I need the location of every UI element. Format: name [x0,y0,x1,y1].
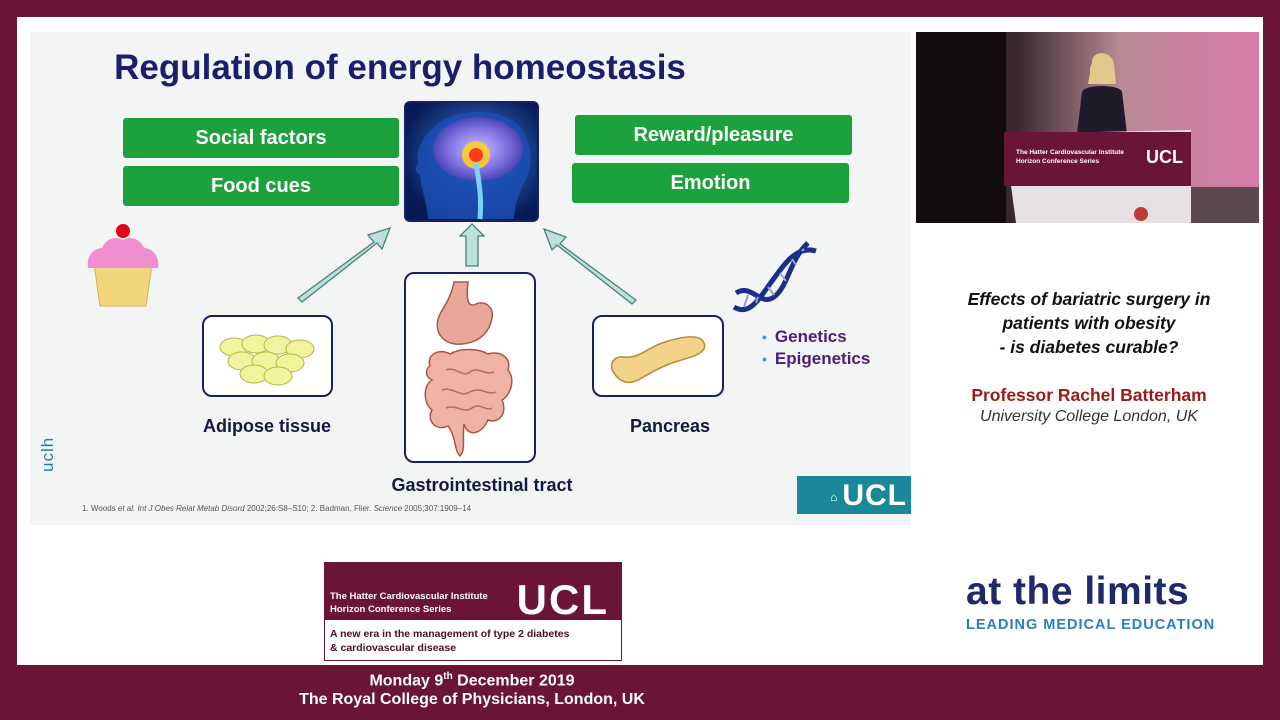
dna-icon [732,241,817,312]
banner-subtitle: A new era in the management of type 2 di… [330,628,570,654]
banner-ucl-logo: UCL [516,576,609,623]
fat-cells-icon [219,334,315,386]
banner-header: The Hatter Cardiovascular Institute Hori… [325,563,621,623]
cupcake-icon [87,224,159,307]
gi-tract-label: Gastrointestinal tract [391,475,573,495]
speaker-affiliation: University College London, UK [980,408,1198,425]
event-date: Monday 9th December 2019 [369,671,575,690]
arrows-to-brain [297,223,637,305]
social-factors-box: Social factors [123,118,399,158]
intestine-icon [424,281,513,458]
speaker-name: Professor Rachel Batterham [971,385,1207,405]
slide-reference: 1. Woods et al. Int J Obes Relat Metab D… [82,504,472,513]
at-the-limits-logo: at the limits [966,570,1190,613]
banner-institute: The Hatter Cardiovascular Institute Hori… [330,591,488,615]
svg-text:The Hatter Cardiovascular Inst: The Hatter Cardiovascular Institute [1016,149,1124,156]
conference-banner: The Hatter Cardiovascular Institute Hori… [324,562,622,661]
adipose-label: Adipose tissue [202,416,332,436]
event-venue: The Royal College of Physicians, London,… [299,691,645,708]
gi-tract-image [404,272,536,463]
svg-text:Horizon Conference Series: Horizon Conference Series [1016,158,1099,165]
epigenetics-item: Epigenetics [762,348,870,370]
pancreas-label: Pancreas [629,416,711,436]
genetics-list: Genetics Epigenetics [762,326,870,370]
at-the-limits-tagline: LEADING MEDICAL EDUCATION [966,617,1216,633]
emotion-box: Emotion [572,163,849,203]
reward-pleasure-box: Reward/pleasure [575,115,852,155]
food-cues-box: Food cues [123,166,399,206]
uclh-logo: uclh [38,436,57,472]
brain-image [404,101,539,222]
adipose-image [202,315,333,397]
slide-title: Regulation of energy homeostasis [114,48,686,87]
pancreas-icon [610,336,706,384]
talk-title: Effects of bariatric surgery in patients… [967,289,1211,357]
brain-icon [406,103,537,220]
svg-text:UCL: UCL [1146,147,1183,167]
genetics-item: Genetics [762,326,870,348]
ucl-slide-logo: ⌂UCL [797,476,911,514]
speaker-video: The Hatter Cardiovascular Institute Hori… [916,32,1259,223]
presentation-slide: Regulation of energy homeostasis Social … [30,32,911,525]
speaker-video-image: The Hatter Cardiovascular Institute Hori… [916,32,1259,223]
pancreas-image [592,315,724,397]
